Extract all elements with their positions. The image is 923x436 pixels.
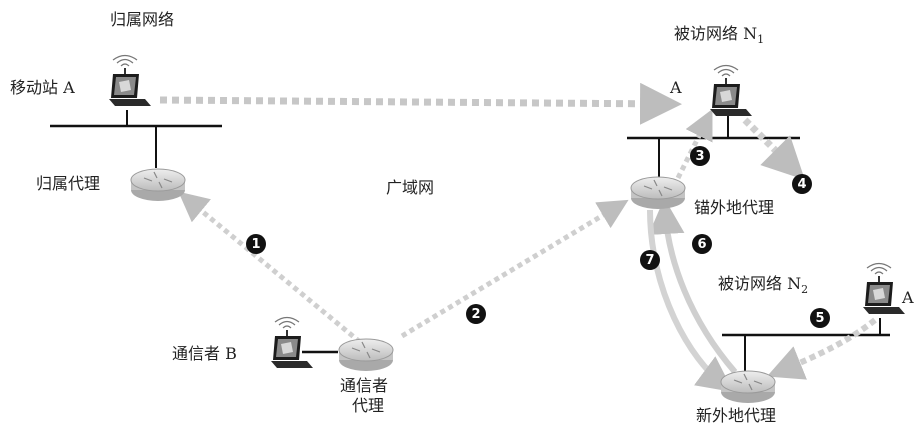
anchor-foreign-agent-label: 锚外地代理 — [694, 198, 775, 217]
arrow-step7 — [647, 209, 734, 393]
step-badge-1: 1 — [246, 234, 266, 254]
mobile-station-home-laptop-icon — [108, 54, 152, 107]
arrow-step5 — [766, 317, 877, 380]
visited-network-1-label: 被访网络 N1 — [674, 24, 765, 47]
arrow-step3 — [675, 109, 713, 180]
arrow-step1 — [178, 191, 362, 344]
arrow-mobile-move — [159, 82, 682, 125]
correspondent-laptop-icon — [270, 316, 314, 369]
step-badge-3: 3 — [690, 146, 710, 166]
anchor-foreign-agent-router-icon — [630, 176, 686, 210]
home-agent-label: 归属代理 — [36, 174, 101, 193]
step-badge-2: 2 — [466, 304, 486, 324]
correspondent-agent-router-icon — [338, 338, 394, 372]
home-agent-router-icon — [130, 168, 186, 202]
wan-label: 广域网 — [386, 178, 435, 197]
home-network-label: 归属网络 — [110, 10, 175, 29]
host-a-visited-2-label: A — [902, 288, 914, 307]
correspondent-label: 通信者 B — [172, 344, 237, 363]
arrow-step6 — [648, 198, 738, 374]
step-badge-7: 7 — [640, 250, 660, 270]
mobile-station-label: 移动站 A — [10, 78, 75, 97]
visited-network-2-label: 被访网络 N2 — [718, 274, 809, 297]
step-badge-4: 4 — [792, 174, 812, 194]
mobile-station-visited1-laptop-icon — [709, 64, 753, 117]
mobile-station-visited2-laptop-icon — [862, 262, 906, 315]
arrow-step4 — [742, 117, 805, 180]
new-foreign-agent-label: 新外地代理 — [696, 406, 777, 425]
step-badge-6: 6 — [692, 234, 712, 254]
step-badge-5: 5 — [810, 308, 830, 328]
correspondent-agent-label-line2: 代理 — [352, 396, 385, 415]
arrow-step2 — [400, 199, 629, 339]
correspondent-agent-label-line1: 通信者 — [340, 376, 389, 395]
new-foreign-agent-router-icon — [720, 370, 776, 404]
host-a-visited-1-label: A — [670, 78, 682, 97]
